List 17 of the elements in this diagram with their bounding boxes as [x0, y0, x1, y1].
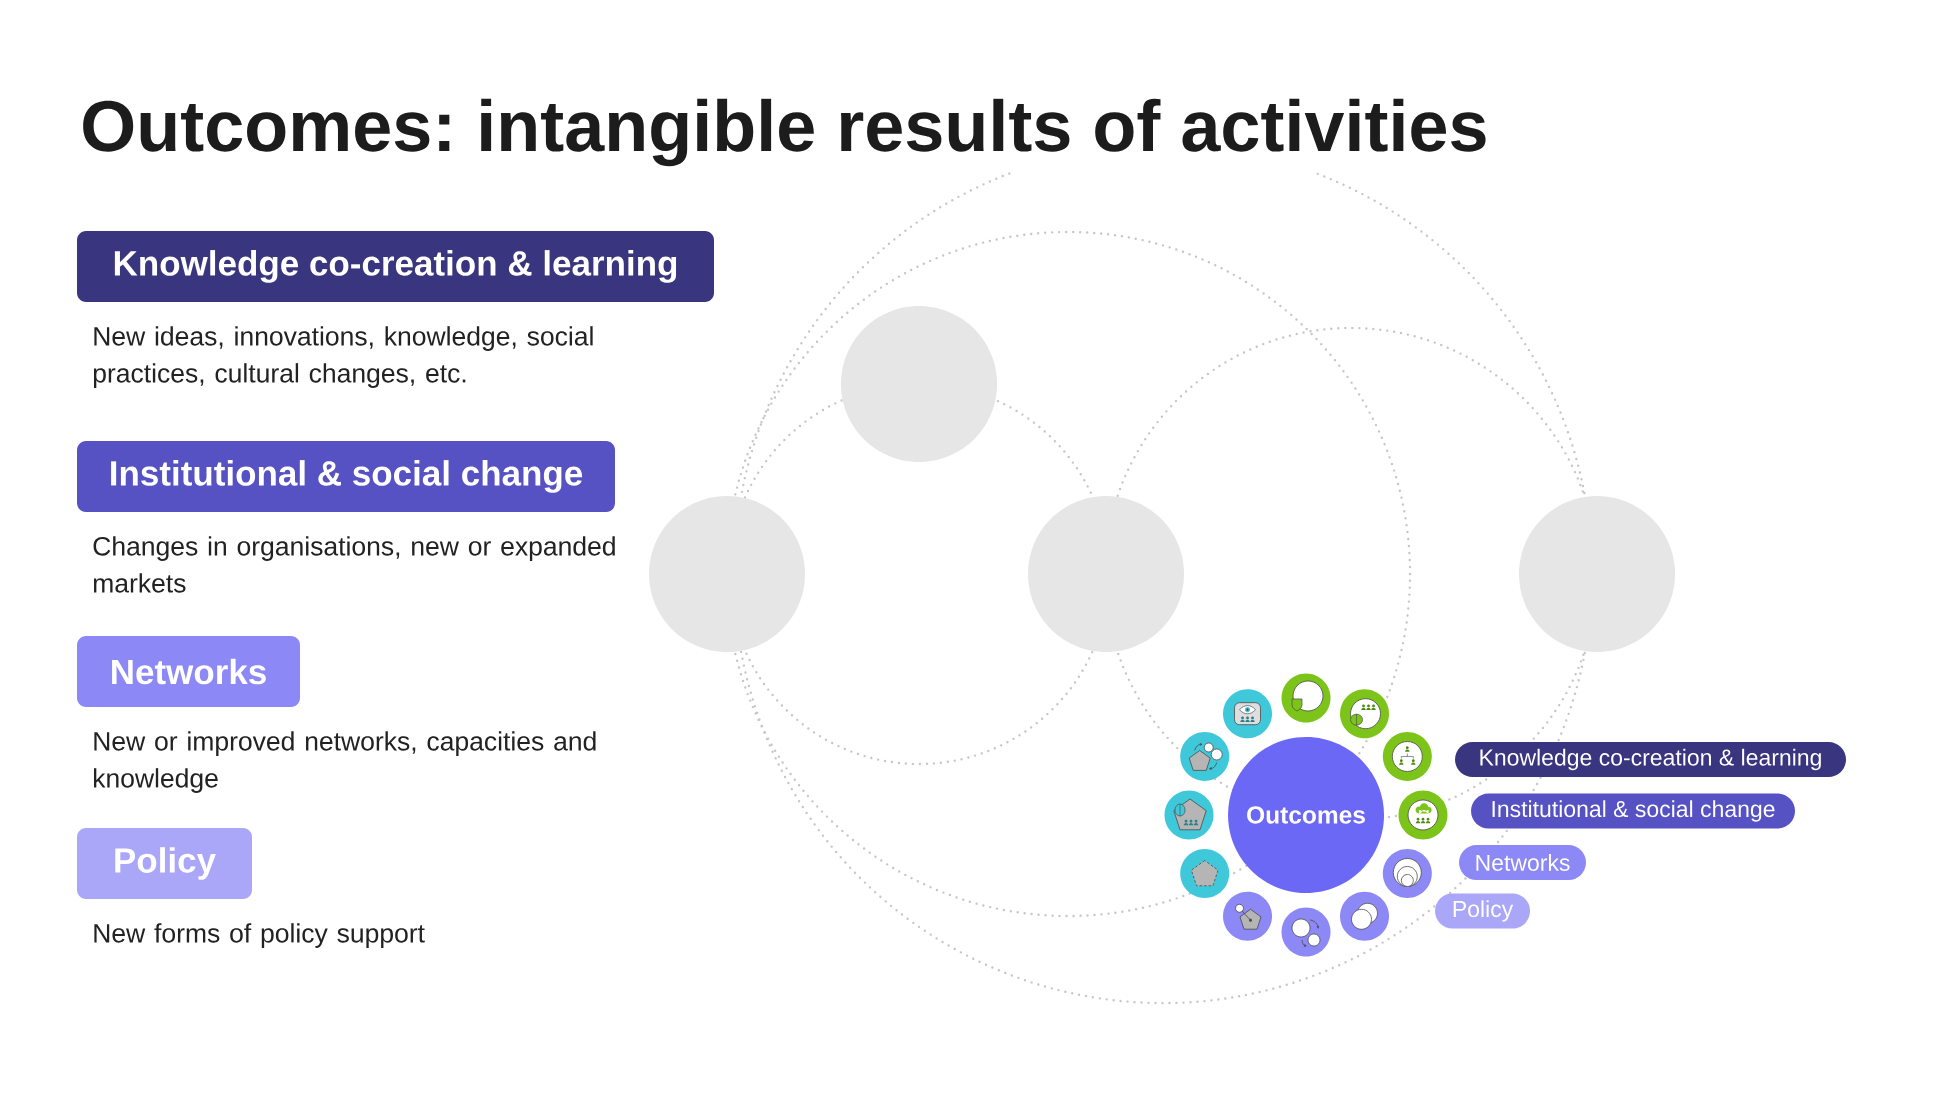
description-text: New or improved networks, capacities and knowledge — [94, 731, 596, 793]
category-box: Networks — [77, 636, 300, 707]
title: Outcomes: intangible results of activities — [83, 98, 1486, 167]
description-text: New ideas, innovations, knowledge, social practices, cultural changes, etc. — [93, 326, 593, 388]
category-box: Institutional & social change — [77, 441, 615, 512]
category-pill: Knowledge co-creation & learning — [1455, 742, 1846, 777]
empty-circle — [1519, 496, 1675, 652]
category-pill: Institutional & social change — [1471, 793, 1795, 829]
description-text: Changes in organisations, new or expanded markets — [93, 536, 615, 593]
category-pill: Policy — [1435, 893, 1530, 929]
empty-circle — [649, 496, 805, 652]
category-box: Policy — [77, 828, 252, 899]
empty-circle — [1028, 496, 1184, 652]
empty-circle — [841, 306, 997, 462]
category-box: Knowledge co-creation & learning — [77, 231, 714, 302]
category-pill: Networks — [1459, 845, 1586, 880]
description-text: New forms of policy support — [94, 923, 425, 948]
